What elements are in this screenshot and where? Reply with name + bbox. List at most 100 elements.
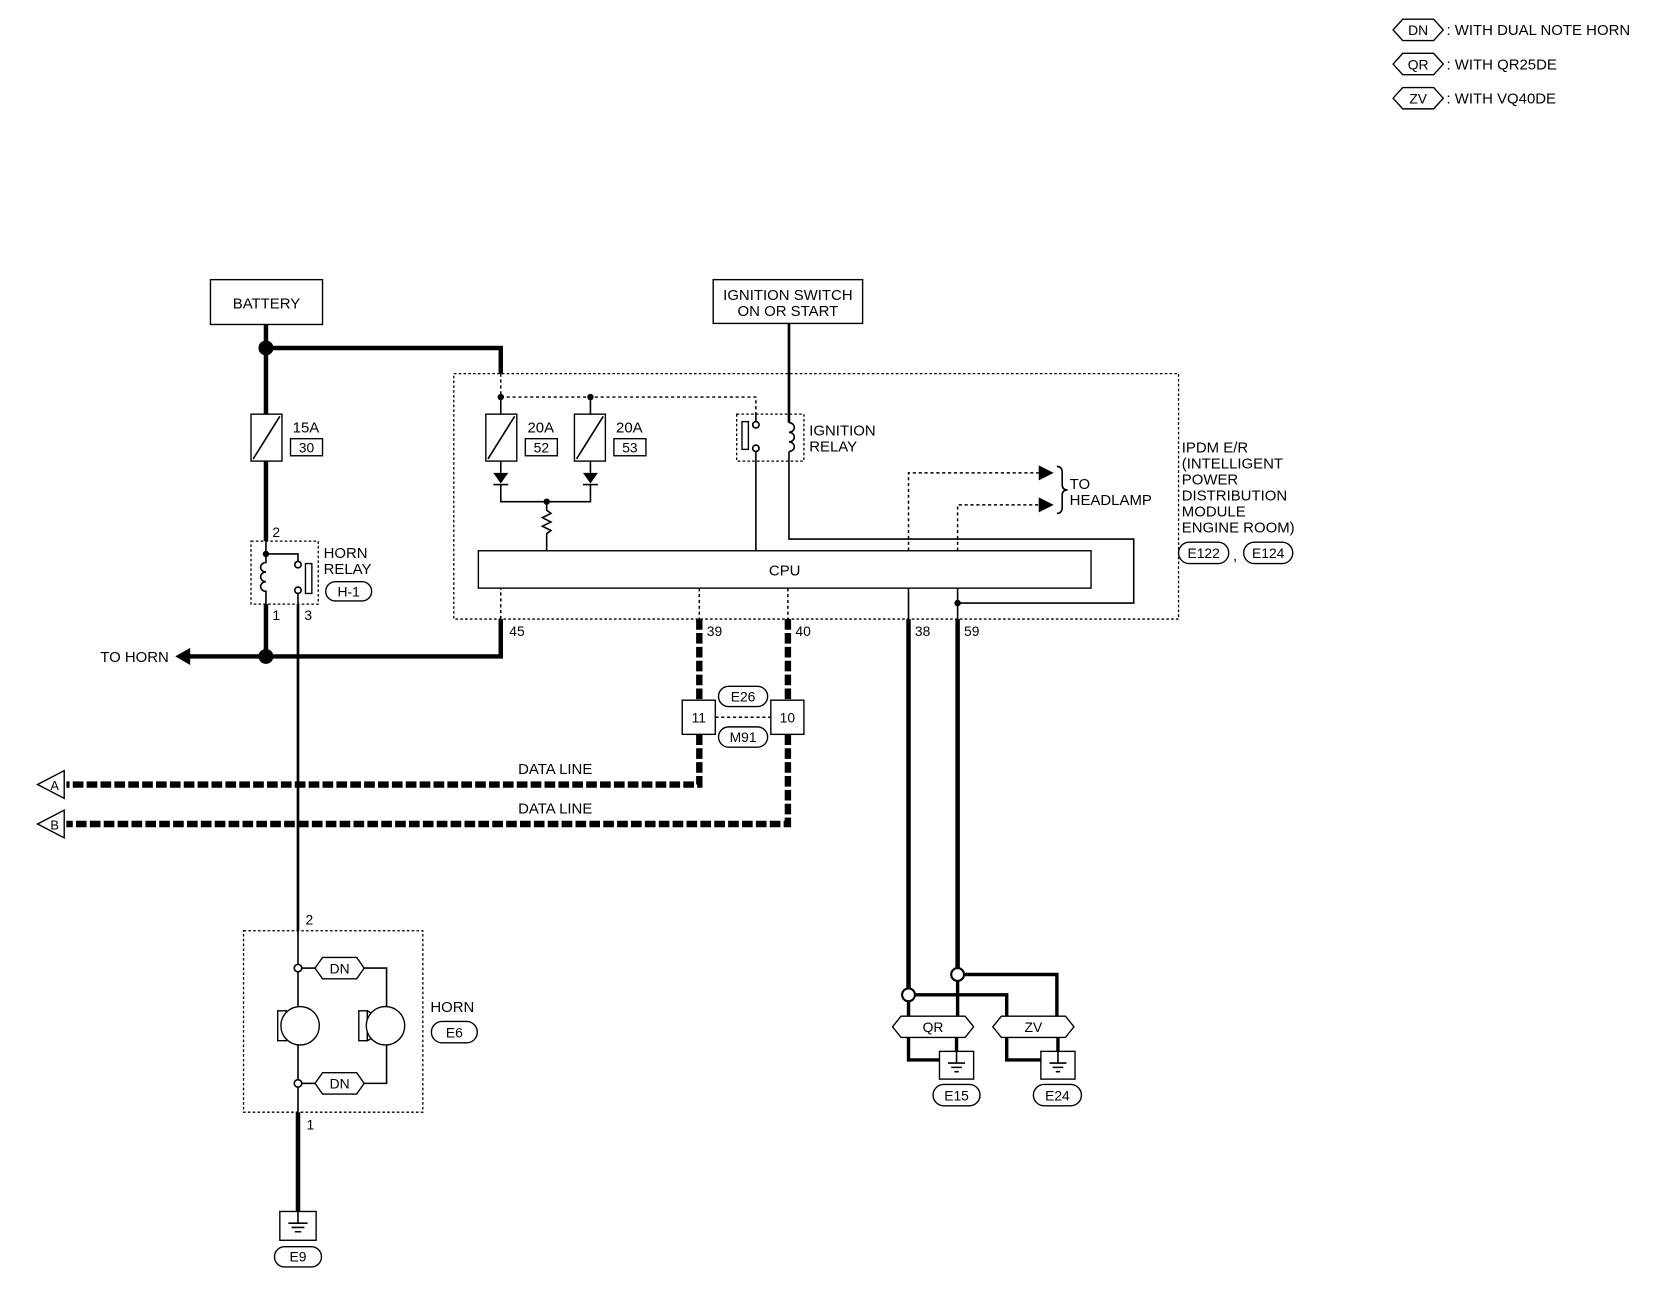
terminal-59-junction-dot	[954, 599, 961, 607]
legend-item-zv: ZV : WITH VQ40DE	[1392, 86, 1556, 110]
data-line-b	[66, 734, 792, 828]
ignition-relay: IGNITION RELAY	[736, 413, 876, 551]
fuse-rating: 20A	[616, 419, 643, 436]
option-tag-shape	[991, 1015, 1075, 1039]
ground-e9: E9	[273, 1210, 323, 1268]
to-horn-arrow-icon	[175, 647, 191, 665]
horn-relay-contact-top	[293, 560, 302, 569]
fuse-number: 53	[622, 440, 638, 456]
headlamp-arrow-icon	[1038, 497, 1054, 513]
horn-return-right-b	[364, 1044, 388, 1085]
horn-relay-contact-feed	[265, 541, 299, 562]
legend-tag-shape	[1392, 52, 1445, 76]
ground-option-qr: QR E15	[891, 1015, 981, 1107]
ipdm-connector: E124	[1252, 545, 1285, 561]
legend-tag-shape	[1392, 18, 1445, 42]
ground-connector-oval	[932, 1083, 981, 1107]
horn-label: HORN	[430, 999, 474, 1016]
ignition-switch-box	[712, 278, 864, 325]
horn-junction-dot	[258, 648, 274, 664]
terminal-45: 45	[509, 623, 525, 639]
wire-ground-lead	[906, 1037, 940, 1062]
fuse-53: 20A 53	[573, 413, 647, 462]
wire-ground-branch	[964, 972, 1059, 1017]
horn-relay: 2 1 3 HORN RELAY H-1	[250, 524, 373, 623]
wire-ground-lead	[1005, 1037, 1041, 1062]
horn-feed-right-b	[364, 967, 388, 1007]
horn-relay-label-line1: HORN	[324, 545, 368, 562]
legend-tag-shape	[1392, 86, 1445, 110]
ground-split-node	[901, 987, 916, 1003]
fuse-number: 30	[299, 440, 315, 456]
horn-right-bell	[365, 1005, 406, 1046]
ignition-relay-contact-bottom	[751, 444, 760, 453]
wire-relay-coil-loop	[788, 451, 1135, 604]
bus-junction-dot	[497, 393, 504, 401]
legend-description: : WITH QR25DE	[1446, 56, 1556, 73]
horn-outline	[242, 930, 424, 1113]
ignition-switch-label-line2: ON OR START	[738, 303, 839, 320]
horn-node	[293, 963, 303, 973]
terminal-39: 39	[707, 623, 723, 639]
ipdm-title-line: POWER	[1182, 472, 1239, 489]
legend-description: : WITH VQ40DE	[1446, 91, 1556, 108]
wire-battery-to-ipdm	[265, 345, 504, 374]
legend-item-qr: QR : WITH QR25DE	[1392, 52, 1557, 76]
ground-connector-oval	[273, 1245, 323, 1268]
fuse-52: 20A 52	[485, 413, 559, 462]
fuse-rating: 15A	[293, 419, 320, 436]
horn-node	[293, 1078, 303, 1088]
terminal-59: 59	[964, 623, 980, 639]
horn-relay-label-line2: RELAY	[324, 561, 372, 578]
cpu: CPU	[477, 550, 1092, 589]
terminal-40: 40	[795, 623, 811, 639]
fuse-element	[252, 415, 281, 460]
ground-icon	[948, 1051, 966, 1073]
ipdm-title-line: (INTELLIGENT	[1182, 456, 1283, 473]
headlamp-arrow-icon	[1038, 465, 1054, 481]
terminal-38: 38	[915, 623, 931, 639]
horn-pin-top: 2	[305, 911, 313, 927]
diode-junction-dot	[543, 498, 550, 505]
horn-relay-connector: H-1	[338, 584, 361, 600]
ignition-switch-label-line1: IGNITION SWITCH	[723, 287, 852, 304]
fuse-number-box	[613, 437, 647, 457]
wire-ipdm-internal-bus	[500, 396, 757, 415]
horn-relay-contact-bottom	[293, 586, 302, 595]
fuse-number-box	[289, 437, 324, 457]
horn-relay-outline	[250, 540, 319, 605]
connector-pin: 11	[692, 710, 707, 726]
fuse-element	[487, 415, 516, 460]
ground-split-node	[950, 967, 966, 982]
ground-connector-oval	[1032, 1083, 1083, 1107]
ipdm-title-line: DISTRIBUTION	[1182, 488, 1287, 505]
fuse-number-box	[524, 437, 559, 457]
option-tag: ZV	[1025, 1019, 1043, 1035]
ipdm-connector: E122	[1187, 545, 1220, 561]
option-tag: DN	[330, 1076, 350, 1092]
wire-cpu-to-headlamp-2	[956, 504, 1039, 551]
to-horn-label: TO HORN	[100, 649, 169, 666]
horn-relay-connector-oval	[325, 581, 373, 602]
ipdm-module-outline	[453, 372, 1180, 620]
option-tag-shape	[314, 956, 366, 980]
horn-connector: E6	[446, 1024, 463, 1040]
wire-ground-branch	[914, 993, 1009, 1017]
connector-oval	[717, 685, 769, 708]
horn-left-bell	[280, 1005, 321, 1046]
connector-id: M91	[730, 729, 757, 745]
horn-relay-switch-bar	[304, 562, 313, 595]
horn-right-icon	[358, 1005, 406, 1046]
ipdm-connector-separator: ,	[1233, 547, 1237, 564]
ignition-relay-coil	[788, 421, 796, 453]
ipdm-title: IPDM E/R (INTELLIGENT POWER DISTRIBUTION…	[1177, 440, 1295, 564]
terminal-arrow-icon	[36, 808, 65, 840]
legend-code: ZV	[1409, 91, 1427, 107]
legend-code: QR	[1408, 56, 1429, 72]
legend-item-dn: DN : WITH DUAL NOTE HORN	[1392, 18, 1630, 42]
terminal-letter: B	[50, 817, 59, 832]
ipdm-title-line: MODULE	[1182, 504, 1246, 521]
battery-label: BATTERY	[233, 295, 301, 312]
connector-oval	[717, 726, 769, 748]
ignition-relay-label-line2: RELAY	[809, 438, 857, 455]
